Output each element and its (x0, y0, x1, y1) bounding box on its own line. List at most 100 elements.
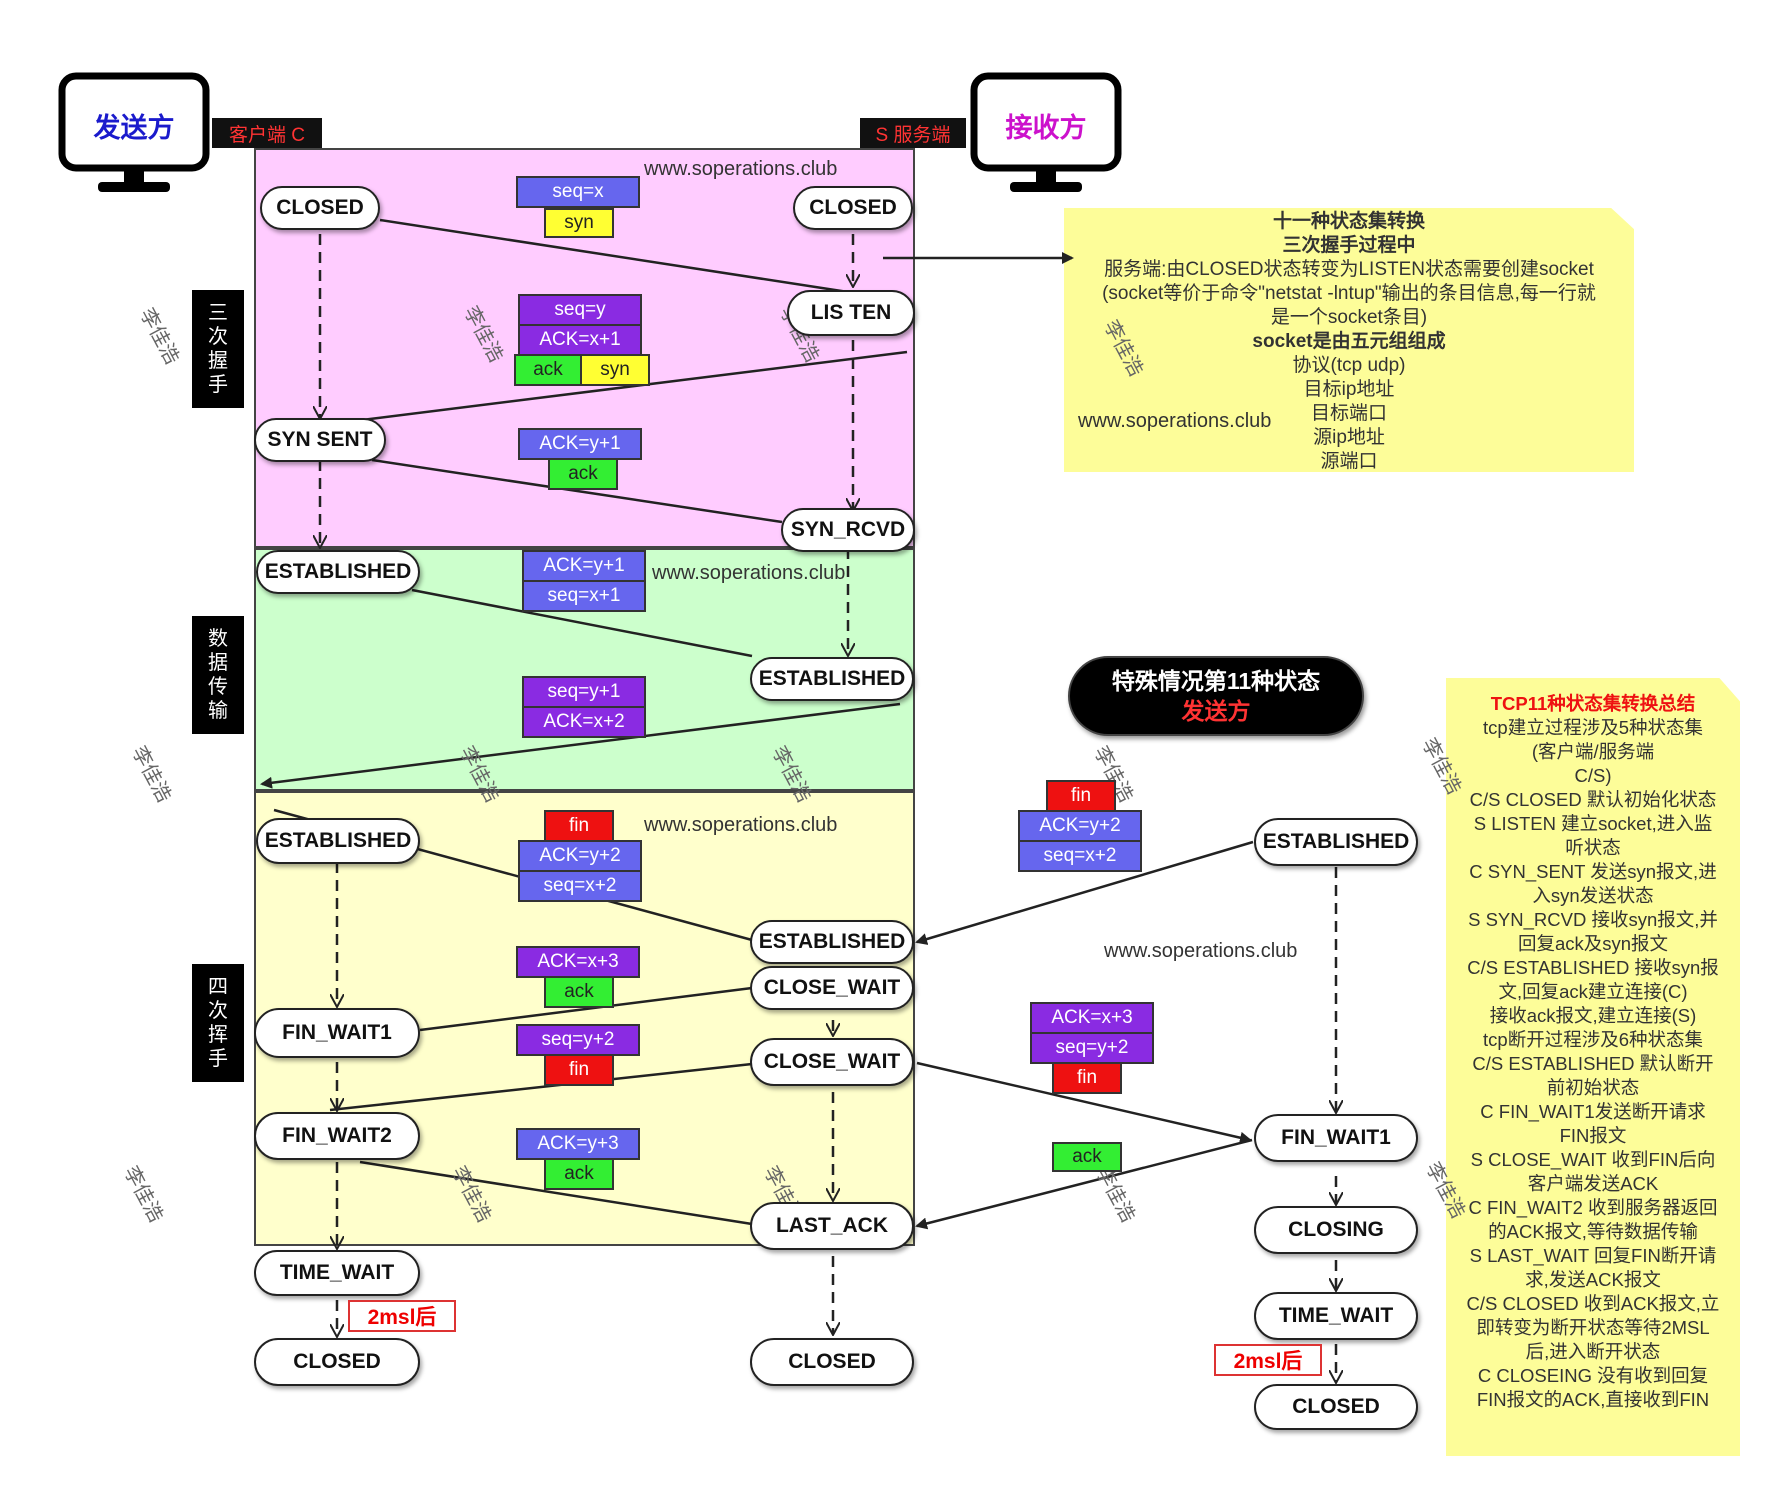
msl-label: 2msl后 (348, 1300, 456, 1332)
summary-line: C/S ESTABLISHED 默认断开 (1472, 1053, 1714, 1074)
special-case-subtitle: 发送方 (1181, 698, 1251, 724)
packet-syn-flag: syn (580, 354, 650, 386)
packet-syn-flag: syn (544, 208, 614, 238)
state-server-last-ack: LAST_ACK (750, 1202, 914, 1250)
summary-line: C/S CLOSED 默认初始化状态 (1469, 789, 1717, 810)
state-client-fin-wait2: FIN_WAIT2 (254, 1112, 420, 1160)
state-client-closed: CLOSED (260, 186, 380, 230)
state-client-closed-end: CLOSED (254, 1338, 420, 1386)
summary-line: 即转变为断开状态等待2MSL (1476, 1317, 1710, 1338)
packet-ack-num: ACK=y+1 (522, 550, 646, 582)
packet-ack-num: ACK=y+1 (518, 428, 642, 460)
phase-label-text: 四次挥手 (208, 976, 228, 1070)
phase-label-text: 三次握手 (208, 302, 228, 396)
url-text: www.soperations.club (652, 562, 846, 584)
special-case-title: 特殊情况第11种状态 (1111, 668, 1321, 694)
state-special-fin-wait1: FIN_WAIT1 (1254, 1114, 1418, 1162)
state-server-established: ESTABLISHED (750, 920, 914, 964)
server-tag: S 服务端 (860, 118, 966, 148)
phase-label-teardown: 四次挥手 (192, 964, 244, 1082)
note-line: (socket等价于命令"netstat -lntup"输出的条目信息,每一行就 (1102, 283, 1596, 304)
receiver-monitor-icon (970, 72, 1122, 192)
packet-ack-flag: ack (544, 1158, 614, 1190)
note-line: socket是由五元组组成 (1252, 331, 1446, 352)
summary-line: S CLOSE_WAIT 收到FIN后向 (1470, 1149, 1716, 1170)
url-text: www.soperations.club (1104, 940, 1298, 962)
summary-line: S LISTEN 建立socket,进入监 (1473, 813, 1713, 834)
packet-seq: seq=y+1 (522, 676, 646, 708)
summary-line: tcp建立过程涉及5种状态集 (1483, 717, 1703, 738)
summary-line: 文,回复ack建立连接(C) (1498, 981, 1688, 1002)
summary-line: C FIN_WAIT1发送断开请求 (1480, 1101, 1706, 1122)
summary-line: FIN报文 (1559, 1125, 1627, 1146)
state-server-closed-end: CLOSED (750, 1338, 914, 1386)
state-special-closing: CLOSING (1254, 1206, 1418, 1254)
state-special-established: ESTABLISHED (1254, 818, 1418, 866)
state-client-syn-sent: SYN SENT (254, 418, 386, 462)
state-server-closed: CLOSED (793, 186, 913, 230)
packet-ack-num: ACK=x+2 (522, 706, 646, 738)
summary-line: 的ACK报文,等待数据传输 (1488, 1221, 1698, 1242)
note-line: 协议(tcp udp) (1292, 355, 1406, 376)
state-server-close-wait: CLOSE_WAIT (750, 966, 914, 1010)
state-client-fin-wait1: FIN_WAIT1 (254, 1008, 420, 1058)
state-server-listen: LIS TEN (787, 290, 915, 336)
state-server-close-wait: CLOSE_WAIT (750, 1038, 914, 1086)
phase-label-handshake: 三次握手 (192, 290, 244, 408)
state-special-closed: CLOSED (1254, 1384, 1418, 1430)
phase-label-text: 数据传输 (208, 628, 228, 722)
note-line: 目标ip地址 (1303, 379, 1395, 400)
url-text: www.soperations.club (644, 158, 838, 180)
summary-line: C/S) (1574, 765, 1612, 786)
note-line: 源ip地址 (1313, 427, 1385, 448)
packet-fin-flag: fin (544, 1054, 614, 1086)
summary-line: C/S CLOSED 收到ACK报文,立 (1466, 1293, 1720, 1314)
packet-ack-flag: ack (1052, 1142, 1122, 1172)
state-client-time-wait: TIME_WAIT (254, 1250, 420, 1296)
packet-seq: seq=x+2 (1018, 840, 1142, 872)
summary-line: 前初始状态 (1546, 1077, 1640, 1098)
summary-line: tcp断开过程涉及6种状态集 (1483, 1029, 1703, 1050)
state-special-time-wait: TIME_WAIT (1254, 1292, 1418, 1340)
summary-title: TCP11种状态集转换总结 (1490, 693, 1696, 714)
summary-line: FIN报文的ACK,直接收到FIN (1476, 1389, 1710, 1410)
packet-ack-num: ACK=y+2 (1018, 810, 1142, 842)
summary-line: C SYN_SENT 发送syn报文,进 (1469, 861, 1717, 882)
special-case-banner: 特殊情况第11种状态 发送方 (1068, 656, 1364, 736)
summary-note: TCP11种状态集转换总结 tcp建立过程涉及5种状态集 (客户端/服务端 C/… (1446, 678, 1740, 1456)
summary-line: S LAST_WAIT 回复FIN断开请 (1469, 1245, 1717, 1266)
handshake-note: 十一种状态集转换 三次握手过程中 服务端:由CLOSED状态转变为LISTEN状… (1064, 208, 1634, 472)
packet-seq: seq=y+2 (1030, 1032, 1154, 1064)
packet-ack-num: ACK=x+3 (516, 946, 640, 978)
packet-ack-num: ACK=x+1 (518, 324, 642, 356)
state-server-established: ESTABLISHED (750, 657, 914, 701)
phase-label-transfer: 数据传输 (192, 616, 244, 734)
packet-ack-flag: ack (514, 354, 582, 386)
summary-line: 听状态 (1565, 837, 1621, 858)
packet-ack-num: ACK=y+2 (518, 840, 642, 872)
summary-line: 后,进入断开状态 (1525, 1341, 1661, 1362)
summary-line: C CLOSEING 没有收到回复 (1477, 1365, 1709, 1386)
packet-fin-flag: fin (544, 810, 614, 842)
packet-ack-flag: ack (548, 458, 618, 490)
summary-line: 客户端发送ACK (1527, 1173, 1659, 1194)
receiver-label: 接收方 (1005, 113, 1087, 143)
packet-seq: seq=x (516, 176, 640, 208)
packet-fin-flag: fin (1046, 780, 1116, 812)
note-line: 是一个socket条目) (1270, 307, 1428, 328)
packet-ack-num: ACK=x+3 (1030, 1002, 1154, 1034)
summary-line: S SYN_RCVD 接收syn报文,并 (1468, 909, 1718, 930)
packet-fin-flag: fin (1052, 1062, 1122, 1094)
state-client-established: ESTABLISHED (256, 550, 420, 594)
state-server-syn-rcvd: SYN_RCVD (781, 508, 915, 552)
note-url: www.soperations.club (1078, 410, 1272, 432)
summary-line: 入syn发送状态 (1532, 885, 1654, 906)
note-line: 三次握手过程中 (1282, 235, 1416, 256)
packet-seq: seq=y (518, 294, 642, 326)
summary-line: (客户端/服务端 (1531, 741, 1655, 762)
msl-label: 2msl后 (1214, 1344, 1322, 1376)
note-line: 源端口 (1320, 451, 1378, 472)
summary-line: C/S ESTABLISHED 接收syn报 (1467, 957, 1719, 978)
sender-label: 发送方 (93, 113, 175, 143)
